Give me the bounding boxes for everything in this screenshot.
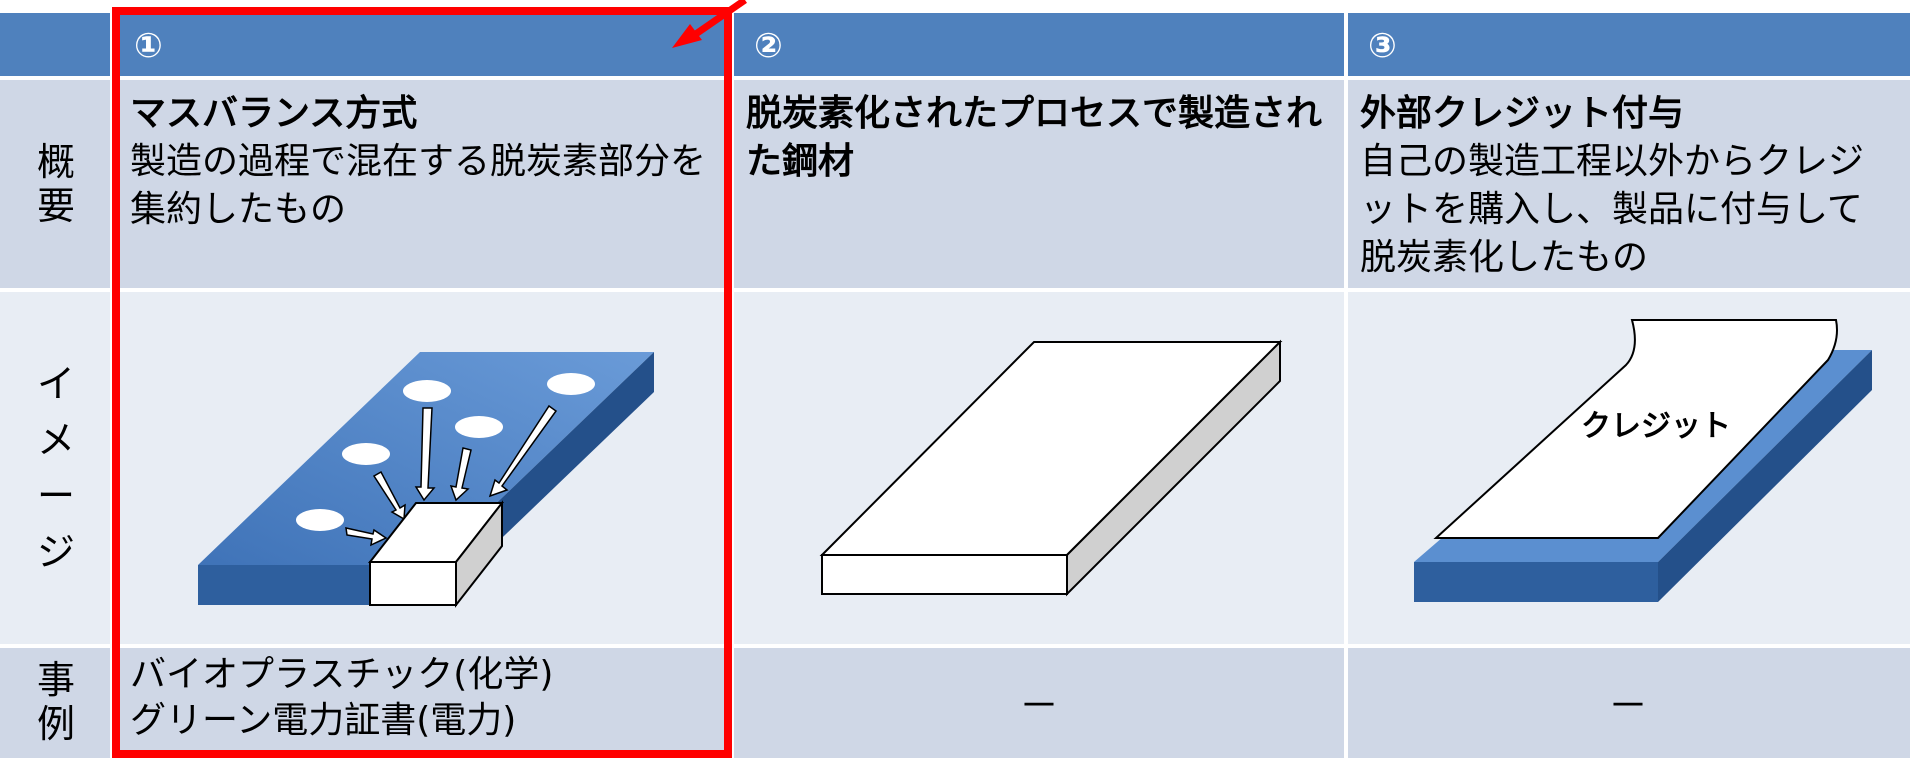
- credit-illustration: クレジット: [1414, 319, 1872, 602]
- header-col-1: ①: [112, 13, 732, 78]
- grid-line-h3: [0, 644, 1910, 648]
- arrow-head: [672, 24, 702, 48]
- grid-line-v2: [730, 13, 734, 758]
- col-1-example: バイオプラスチック(化学) グリーン電力証書(電力): [112, 646, 732, 758]
- dot: [296, 509, 344, 531]
- column-1-highlight-frame: [112, 7, 732, 758]
- credit-paper: [1433, 319, 1838, 539]
- dot: [342, 443, 390, 465]
- steel-side: [1066, 339, 1281, 597]
- col-3-number: ③: [1368, 25, 1397, 66]
- image-label: イメージ: [36, 362, 75, 574]
- dot: [455, 416, 503, 438]
- header-corner: [0, 13, 112, 78]
- col-1-example-line-1: バイオプラスチック(化学): [130, 654, 554, 695]
- arrow: [345, 527, 388, 547]
- highlight-pointer-arrow: [672, 0, 747, 48]
- arrow: [449, 447, 472, 502]
- steel-plate-illustration: [819, 339, 1283, 597]
- credit-plate-side: [1658, 350, 1872, 602]
- col-3-title: 外部クレジット付与: [1360, 93, 1685, 134]
- mass-balance-illustration: [198, 352, 654, 608]
- col-2-example-dash: －: [1019, 683, 1059, 729]
- col-2-example: －: [732, 646, 1346, 758]
- arrows: [345, 404, 558, 547]
- block-side: [455, 500, 503, 608]
- col-1-overview: マスバランス方式 製造の過程で混在する脱炭素部分を集約したもの: [112, 78, 732, 290]
- header-col-2: ②: [732, 13, 1346, 78]
- arrow-shaft: [688, 0, 747, 41]
- grid-line-h1: [0, 76, 1910, 80]
- col-1-title: マスバランス方式: [130, 93, 418, 134]
- col-1-description: 製造の過程で混在する脱炭素部分を集約したもの: [130, 141, 707, 230]
- example-row-label: 事例: [0, 646, 112, 758]
- dot: [547, 373, 595, 395]
- dot: [403, 380, 451, 402]
- header-col-3: ③: [1346, 13, 1910, 78]
- col-1-example-line-2: グリーン電力証書(電力): [130, 700, 517, 741]
- overview-row-label: 概要: [0, 78, 112, 290]
- credit-plate-front: [1414, 562, 1658, 602]
- arrow: [372, 470, 406, 521]
- col-2-title: 脱炭素化されたプロセスで製造された鋼材: [746, 93, 1323, 182]
- col-2-overview: 脱炭素化されたプロセスで製造された鋼材: [732, 78, 1346, 290]
- arrow: [488, 404, 558, 498]
- overview-label: 概要: [36, 140, 75, 228]
- example-label: 事例: [36, 658, 75, 746]
- credit-label: クレジット: [1581, 409, 1731, 444]
- image-row-label: イメージ: [0, 290, 112, 646]
- grid-line-h2: [0, 288, 1910, 292]
- col-2-number: ②: [754, 25, 783, 66]
- col-3-example-dash: －: [1608, 683, 1648, 729]
- steel-front: [821, 554, 1068, 595]
- col-1-number: ①: [134, 25, 163, 66]
- col-3-overview: 外部クレジット付与 自己の製造工程以外からクレジットを購入し、製品に付与して脱炭…: [1346, 78, 1910, 290]
- arrow: [414, 407, 436, 502]
- col-3-description: 自己の製造工程以外からクレジットを購入し、製品に付与して脱炭素化したもの: [1360, 141, 1865, 278]
- grid-line-v3: [1344, 13, 1348, 758]
- col-3-example: －: [1346, 646, 1910, 758]
